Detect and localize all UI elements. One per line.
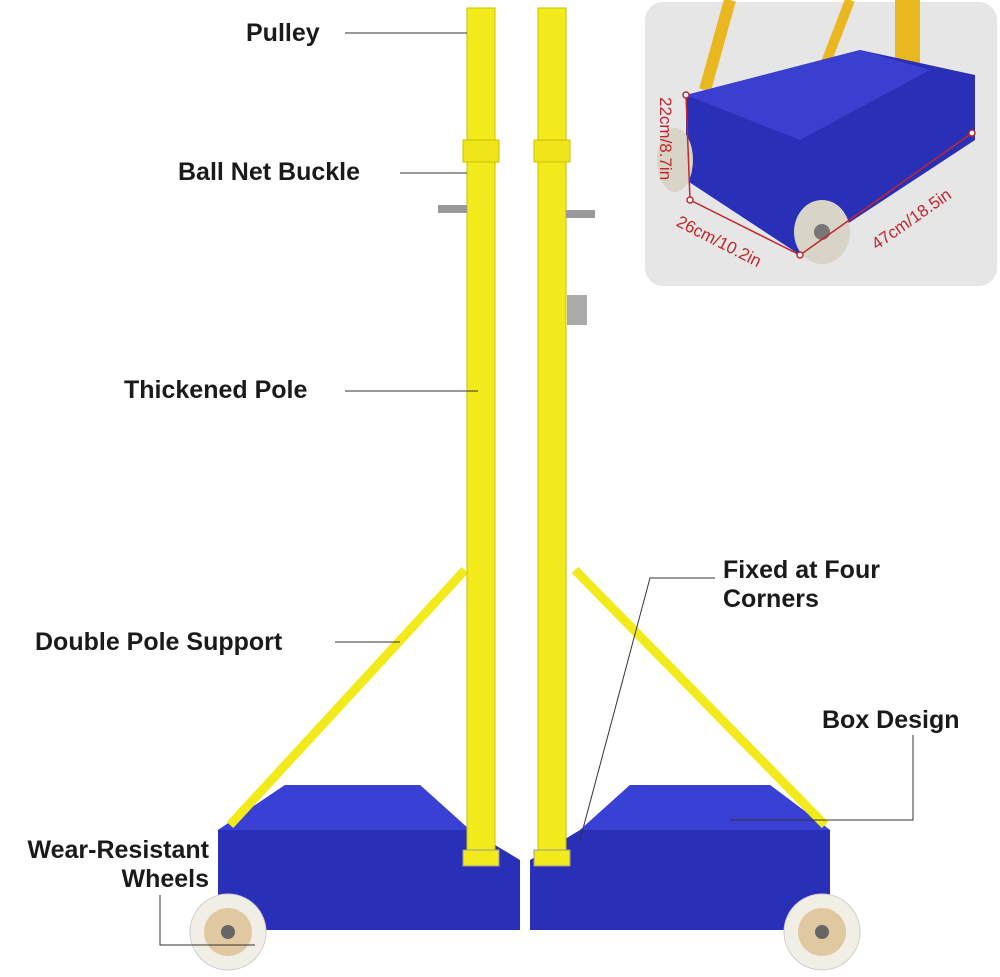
label-line: Wheels [121, 865, 209, 893]
left-base-box [218, 785, 520, 930]
tension-knob [438, 205, 467, 213]
tension-knob [566, 210, 595, 218]
right-pole [537, 7, 567, 859]
label-thickened-pole: Thickened Pole [124, 376, 308, 404]
label-line: Wear-Resistant [27, 836, 209, 864]
label-line: Corners [723, 585, 819, 613]
left-wheel [189, 893, 267, 971]
right-support-bar [571, 566, 829, 829]
label-pulley: Pulley [246, 19, 320, 47]
dimension-height: 22cm/8.7in [656, 97, 675, 181]
left-pole [466, 7, 496, 859]
left-support-bar [226, 566, 469, 829]
label-double-pole-support: Double Pole Support [35, 628, 283, 656]
label-ball-net-buckle: Ball Net Buckle [178, 158, 361, 186]
box-detail-inset [645, 0, 997, 286]
label-line: Fixed at Four [723, 556, 880, 584]
label-box-design: Box Design [822, 706, 960, 734]
right-base-box [530, 785, 830, 930]
right-wheel [783, 893, 861, 971]
leader-lines [159, 32, 914, 946]
